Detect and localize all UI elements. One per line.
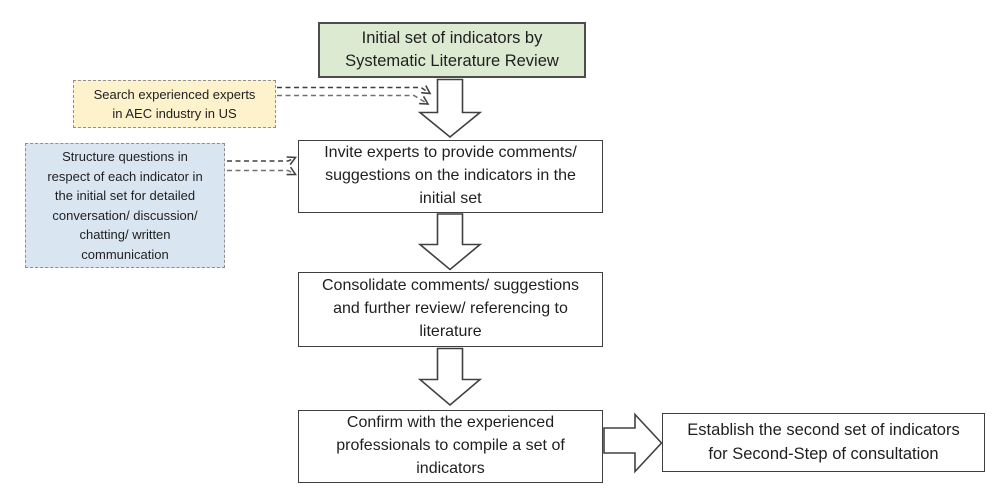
flow-box-consolidate-comments: Consolidate comments/ suggestions and fu… [298,272,603,347]
flow-box-invite-experts: Invite experts to provide comments/ sugg… [298,140,603,213]
connector-search-2 [277,94,430,105]
right-arrow [603,412,663,474]
down-arrow-2 [417,213,483,271]
flow-box-establish-second-set: Establish the second set of indicators f… [662,413,985,472]
note-box-structure-questions: Structure questions in respect of each i… [25,143,225,268]
connector-structure-2 [227,166,297,176]
connector-structure-1 [227,156,297,166]
flow-box-initial-set: Initial set of indicators by Systematic … [318,22,586,78]
down-arrow-3 [417,347,483,407]
connector-search-1 [277,85,432,95]
note-box-search-experts: Search experienced experts in AEC indust… [73,80,276,128]
flow-box-confirm-professionals: Confirm with the experienced professiona… [298,410,603,483]
down-arrow-1 [417,78,483,139]
